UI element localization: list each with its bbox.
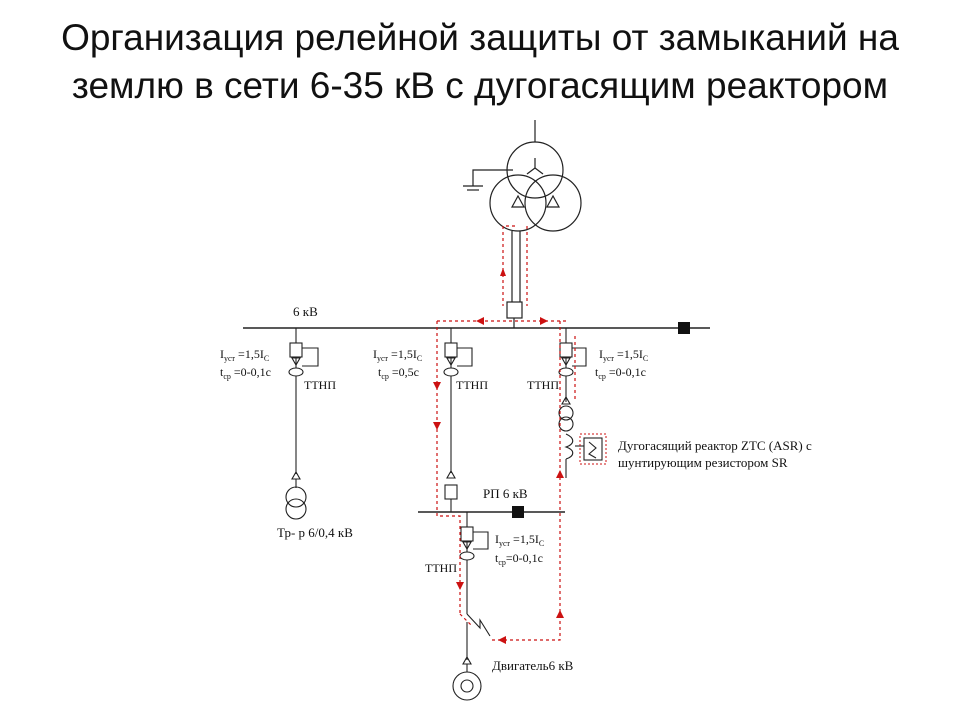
feeder-2-ct-label: ТТНП [456,378,488,392]
reactor-label-line-2: шунтирующим резистором SR [618,455,788,470]
title-line-2: землю в сети 6-35 кВ с дугогасящим реакт… [71,65,889,106]
feeder-2 [443,328,473,512]
feeder-4 [452,512,491,701]
fault-path-arrows [433,317,564,644]
main-bus: 6 кВ [243,304,710,334]
feeder-4-ct-label: ТТНП [425,561,457,575]
feeder-1-time-setting: tср =0-0,1с [220,365,271,381]
feeder-1 [285,328,319,520]
title-line-1: Организация релейной защиты от замыканий… [61,17,899,58]
rp-bus-label: РП 6 кВ [483,486,528,501]
slide-title: Организация релейной защиты от замыканий… [0,14,960,110]
feeder-4-current-setting: Iуст =1,5IC [495,532,544,548]
feeder-2-current-setting: Iуст =1,5IC [373,347,422,363]
fault-path-transformer [500,225,528,306]
reactor-switch-dashed [579,433,607,465]
rp-bus: РП 6 кВ [418,486,565,518]
fault-current-path [436,320,576,641]
reactor-label-line-1: Дугогасящий реактор ZTC (ASR) с [618,438,812,453]
feeder-3-time-setting: tср =0-0,1с [595,365,646,381]
feeder-1-current-setting: Iуст =1,5IC [220,347,269,363]
feeder-1-ct-label: ТТНП [304,378,336,392]
supply-transformer [463,120,582,328]
feeder-2-time-setting: tср =0,5с [378,365,419,381]
motor-label: Двигатель6 кВ [492,658,574,673]
feeder-3 [558,328,603,478]
main-bus-label: 6 кВ [293,304,318,319]
feeder-3-current-setting: Iуст =1,5IC [599,347,648,363]
feeder-3-ct-label: ТТНП [527,378,559,392]
transformer-label: Тр- р 6/0,4 кВ [277,525,353,540]
feeder-4-time-setting: tср=0-0,1с [495,551,543,567]
